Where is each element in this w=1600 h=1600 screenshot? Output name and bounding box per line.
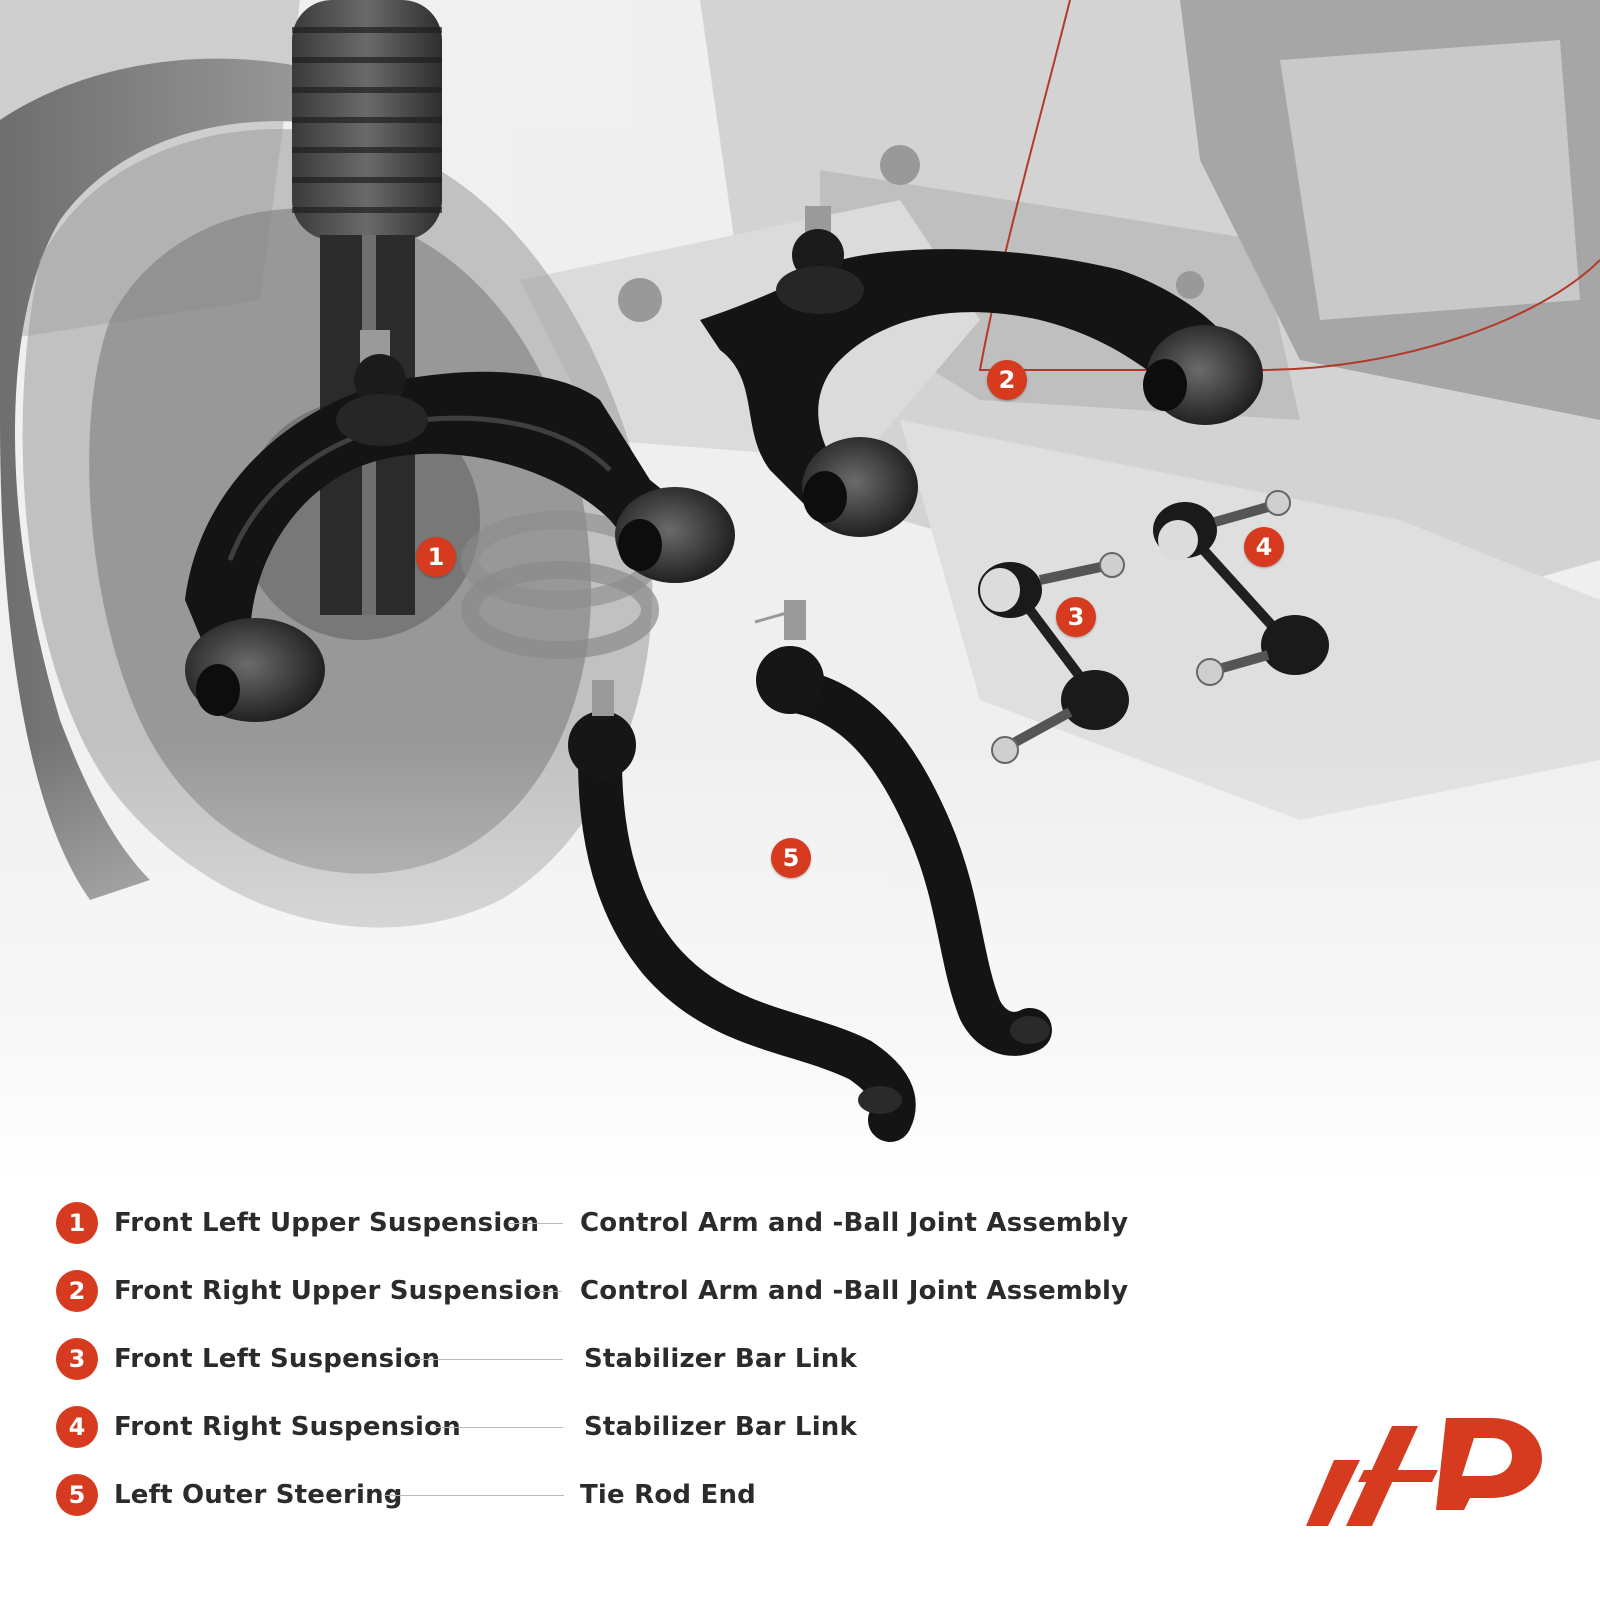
- background-fade: [0, 740, 1600, 1180]
- legend-divider: [384, 1495, 564, 1496]
- legend-position-label: Front Left Suspension: [114, 1344, 441, 1374]
- legend-position-label: Front Right Suspension: [114, 1412, 461, 1442]
- legend-divider: [434, 1427, 563, 1428]
- legend-number-badge: 4: [56, 1406, 98, 1448]
- legend-row: 4 Front Right Suspension Stabilizer Bar …: [56, 1406, 1156, 1450]
- legend-divider: [413, 1359, 563, 1360]
- legend-row: 2 Front Right Upper Suspension Control A…: [56, 1270, 1156, 1314]
- legend-position-label: Front Left Upper Suspension: [114, 1208, 540, 1238]
- callout-badge-4: 4: [1244, 527, 1284, 567]
- part-5-tie-rod-ends: [568, 600, 1052, 1142]
- legend-part-label: Stabilizer Bar Link: [584, 1344, 858, 1374]
- callout-badge-1: 1: [416, 537, 456, 577]
- callout-badge-5: 5: [771, 838, 811, 878]
- suspension-illustration: [0, 0, 1600, 1180]
- accent-guide-line: [978, 0, 1600, 371]
- legend-part-label: Control Arm and -Ball Joint Assembly: [580, 1276, 1129, 1306]
- legend-row: 1 Front Left Upper Suspension Control Ar…: [56, 1202, 1156, 1246]
- legend-part-label: Control Arm and -Ball Joint Assembly: [580, 1208, 1129, 1238]
- callout-badge-3: 3: [1056, 597, 1096, 637]
- legend-position-label: Left Outer Steering: [114, 1480, 403, 1510]
- legend-part-label: Tie Rod End: [580, 1480, 756, 1510]
- part-3-stabilizer-link: [978, 552, 1129, 764]
- legend-row: 5 Left Outer Steering Tie Rod End: [56, 1474, 1156, 1518]
- legend-number-badge: 1: [56, 1202, 98, 1244]
- callout-badge-2: 2: [987, 360, 1027, 400]
- legend-position-label: Front Right Upper Suspension: [114, 1276, 560, 1306]
- legend-divider: [528, 1291, 562, 1292]
- part-4-stabilizer-link: [1153, 490, 1329, 686]
- part-2-control-arm: [700, 206, 1263, 537]
- legend-number-badge: 2: [56, 1270, 98, 1312]
- legend-part-label: Stabilizer Bar Link: [584, 1412, 858, 1442]
- legend-number-badge: 5: [56, 1474, 98, 1516]
- legend-divider: [508, 1223, 563, 1224]
- part-1-control-arm: [185, 330, 735, 722]
- brand-logo: [1306, 1418, 1542, 1526]
- legend-number-badge: 3: [56, 1338, 98, 1380]
- product-scene: 1 2 3 4 5: [0, 0, 1600, 1180]
- legend-row: 3 Front Left Suspension Stabilizer Bar L…: [56, 1338, 1156, 1382]
